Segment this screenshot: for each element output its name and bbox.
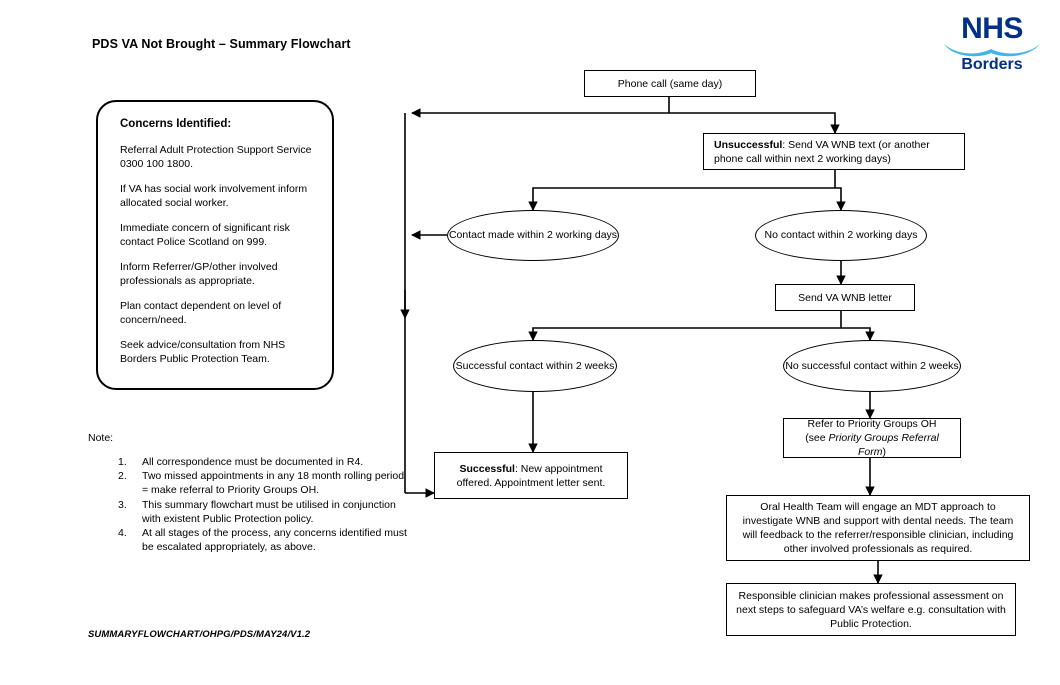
footer-reference: SUMMARYFLOWCHART/OHPG/PDS/MAY24/V1.2 [88, 629, 311, 640]
node-refer-priority-groups[interactable]: Refer to Priority Groups OH (see Priority… [783, 418, 961, 458]
note-number: 3. [118, 498, 127, 511]
node-refer-priority-groups-label: Refer to Priority Groups OH (see Priority… [784, 417, 960, 459]
node-phone-call-label: Phone call (same day) [617, 77, 723, 90]
nhs-wave-icon [944, 44, 1040, 57]
node-successful-appointment-label: Successful: New appointment offered. App… [435, 462, 627, 490]
note-text: At all stages of the process, any concer… [142, 527, 407, 554]
note-text: This summary flowchart must be utilised … [142, 498, 396, 525]
concerns-item: Referral Adult Protection Support Servic… [120, 144, 312, 170]
refer-post: ) [882, 446, 887, 458]
note-item: 2. Two missed appointments in any 18 mon… [118, 469, 408, 497]
concerns-item: Seek advice/consultation from NHS Border… [120, 339, 286, 365]
node-no-contact[interactable]: No contact within 2 working days [755, 210, 927, 261]
node-unsuccessful-lead: Unsuccessful [714, 138, 783, 151]
note-text: All correspondence must be documented in… [142, 456, 364, 468]
note-number: 1. [118, 456, 127, 468]
node-unsuccessful-rest: : Send VA WNB text (or another phone cal… [714, 138, 930, 165]
node-responsible-clinician-label: Responsible clinician makes professional… [736, 589, 1006, 630]
node-responsible-clinician[interactable]: Responsible clinician makes professional… [726, 583, 1016, 636]
node-no-successful-contact-label: No successful contact within 2 weeks [785, 359, 959, 372]
refer-form-name: Priority Groups Referral Form [828, 432, 939, 458]
node-successful-lead: Successful [459, 462, 515, 475]
refer-pre: (see [805, 432, 829, 444]
node-unsuccessful-label: Unsuccessful: Send VA WNB text (or anoth… [704, 138, 964, 166]
node-no-successful-contact[interactable]: No successful contact within 2 weeks [783, 340, 961, 392]
note-item: 3. This summary flowchart must be utilis… [118, 498, 408, 526]
node-oral-health-team-label: Oral Health Team will engage an MDT appr… [742, 501, 1014, 555]
concerns-item: If VA has social work involvement inform… [120, 183, 308, 209]
notes-label: Note: [88, 432, 114, 444]
note-item: 1. All correspondence must be documented… [118, 455, 408, 469]
node-successful-contact-label: Successful contact within 2 weeks [455, 359, 615, 372]
concerns-item: Immediate concern of significant risk co… [120, 222, 290, 248]
node-contact-made-label: Contact made within 2 working days [448, 229, 618, 241]
concerns-item: Plan contact dependent on level of conce… [120, 300, 282, 326]
node-unsuccessful[interactable]: Unsuccessful: Send VA WNB text (or anoth… [703, 133, 965, 170]
note-number: 2. [118, 470, 127, 483]
note-text: Two missed appointments in any 18 month … [142, 470, 405, 497]
page-title: PDS VA Not Brought – Summary Flowchart [92, 37, 351, 51]
refer-line1: Refer to Priority Groups OH [807, 418, 937, 430]
node-successful-rest: : New appointment offered. Appointment l… [456, 462, 606, 489]
node-successful-contact[interactable]: Successful contact within 2 weeks [453, 340, 617, 392]
concerns-identified-panel: Concerns Identified: Referral Adult Prot… [96, 100, 334, 390]
node-send-wnb-letter-label: Send VA WNB letter [798, 291, 892, 304]
nhs-borders-logo: NHS Borders [938, 14, 1046, 74]
nhs-logo-text: NHS [961, 12, 1023, 45]
node-send-wnb-letter[interactable]: Send VA WNB letter [775, 284, 915, 311]
notes-list: 1. All correspondence must be documented… [118, 455, 408, 554]
node-phone-call[interactable]: Phone call (same day) [584, 70, 756, 97]
concerns-item: Inform Referrer/GP/other involved profes… [120, 261, 278, 287]
concerns-panel-heading: Concerns Identified: [120, 118, 232, 130]
nhs-division-text: Borders [961, 56, 1023, 73]
node-no-contact-label: No contact within 2 working days [764, 229, 918, 241]
note-item: 4. At all stages of the process, any con… [118, 526, 408, 554]
node-successful-appointment[interactable]: Successful: New appointment offered. App… [434, 452, 628, 499]
note-number: 4. [118, 527, 127, 540]
node-oral-health-team[interactable]: Oral Health Team will engage an MDT appr… [726, 495, 1030, 561]
node-contact-made[interactable]: Contact made within 2 working days [447, 210, 619, 261]
